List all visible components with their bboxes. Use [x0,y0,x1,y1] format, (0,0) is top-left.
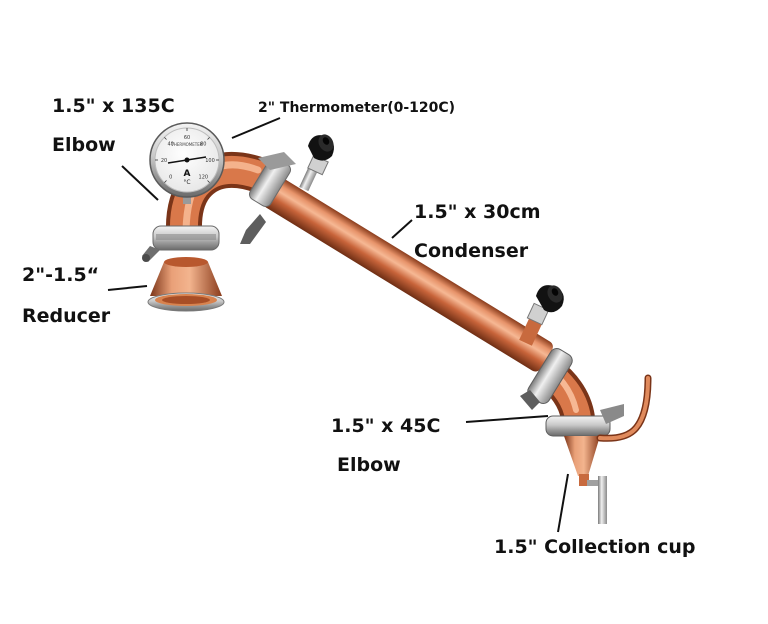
top-valve [299,134,334,192]
callout-line-thermometer [231,117,281,139]
label-reducer-name: Reducer [22,305,111,327]
thermometer-logo-mark: A [184,169,191,179]
callout-line-elbow-45 [465,415,549,423]
label-elbow-45-size: 1.5" x 45C [331,415,441,437]
thermometer-tick-label: 80 [200,142,206,148]
thermometer-ticks: 0 20 40 60 80 100 120 [155,128,219,183]
label-elbow-135-size: 1.5" x 135C [52,95,175,117]
thermometer-tick-label: 40 [168,142,174,148]
label-condenser-size: 1.5" x 30cm [414,201,541,223]
reducer [147,257,225,312]
label-elbow-135-name: Elbow [52,134,116,156]
label-collection-cup: 1.5" Collection cup [494,536,696,558]
tri-clamp-left [142,225,220,262]
thermometer-tick-label: 0 [169,174,172,180]
bottom-valve [519,285,564,346]
thermometer-tick-mark [207,180,210,183]
callout-line-collection-cup [557,473,569,533]
label-thermometer: 2" Thermometer(0-120C) [258,100,456,116]
callout-line-condenser [391,219,413,239]
label-elbow-45-name: Elbow [337,454,401,476]
tri-clamp-top [240,152,296,244]
condenser-tube [263,177,553,372]
tri-clamp-middle [520,347,573,410]
thermometer-tick-label: 60 [184,135,190,141]
thermometer-tick-label: 100 [205,158,215,164]
thermometer: 0 20 40 60 80 100 120 THERMOMETER °C A [149,122,225,204]
thermometer-brand: THERMOMETER [170,142,202,147]
thermometer-tick-mark [164,180,167,183]
thermometer-tick-label: 20 [161,158,167,164]
thermometer-tick-label: 120 [199,174,209,180]
collection-cup [564,374,652,524]
thermometer-unit: °C [183,179,190,186]
thermometer-tick-mark [207,137,210,140]
callout-lines [107,117,569,533]
label-reducer-size: 2"-1.5“ [22,264,100,286]
label-condenser-name: Condenser [414,240,529,262]
thermometer-tick-mark [164,137,167,140]
callout-line-elbow-135 [121,165,159,201]
callout-line-reducer [107,285,148,291]
